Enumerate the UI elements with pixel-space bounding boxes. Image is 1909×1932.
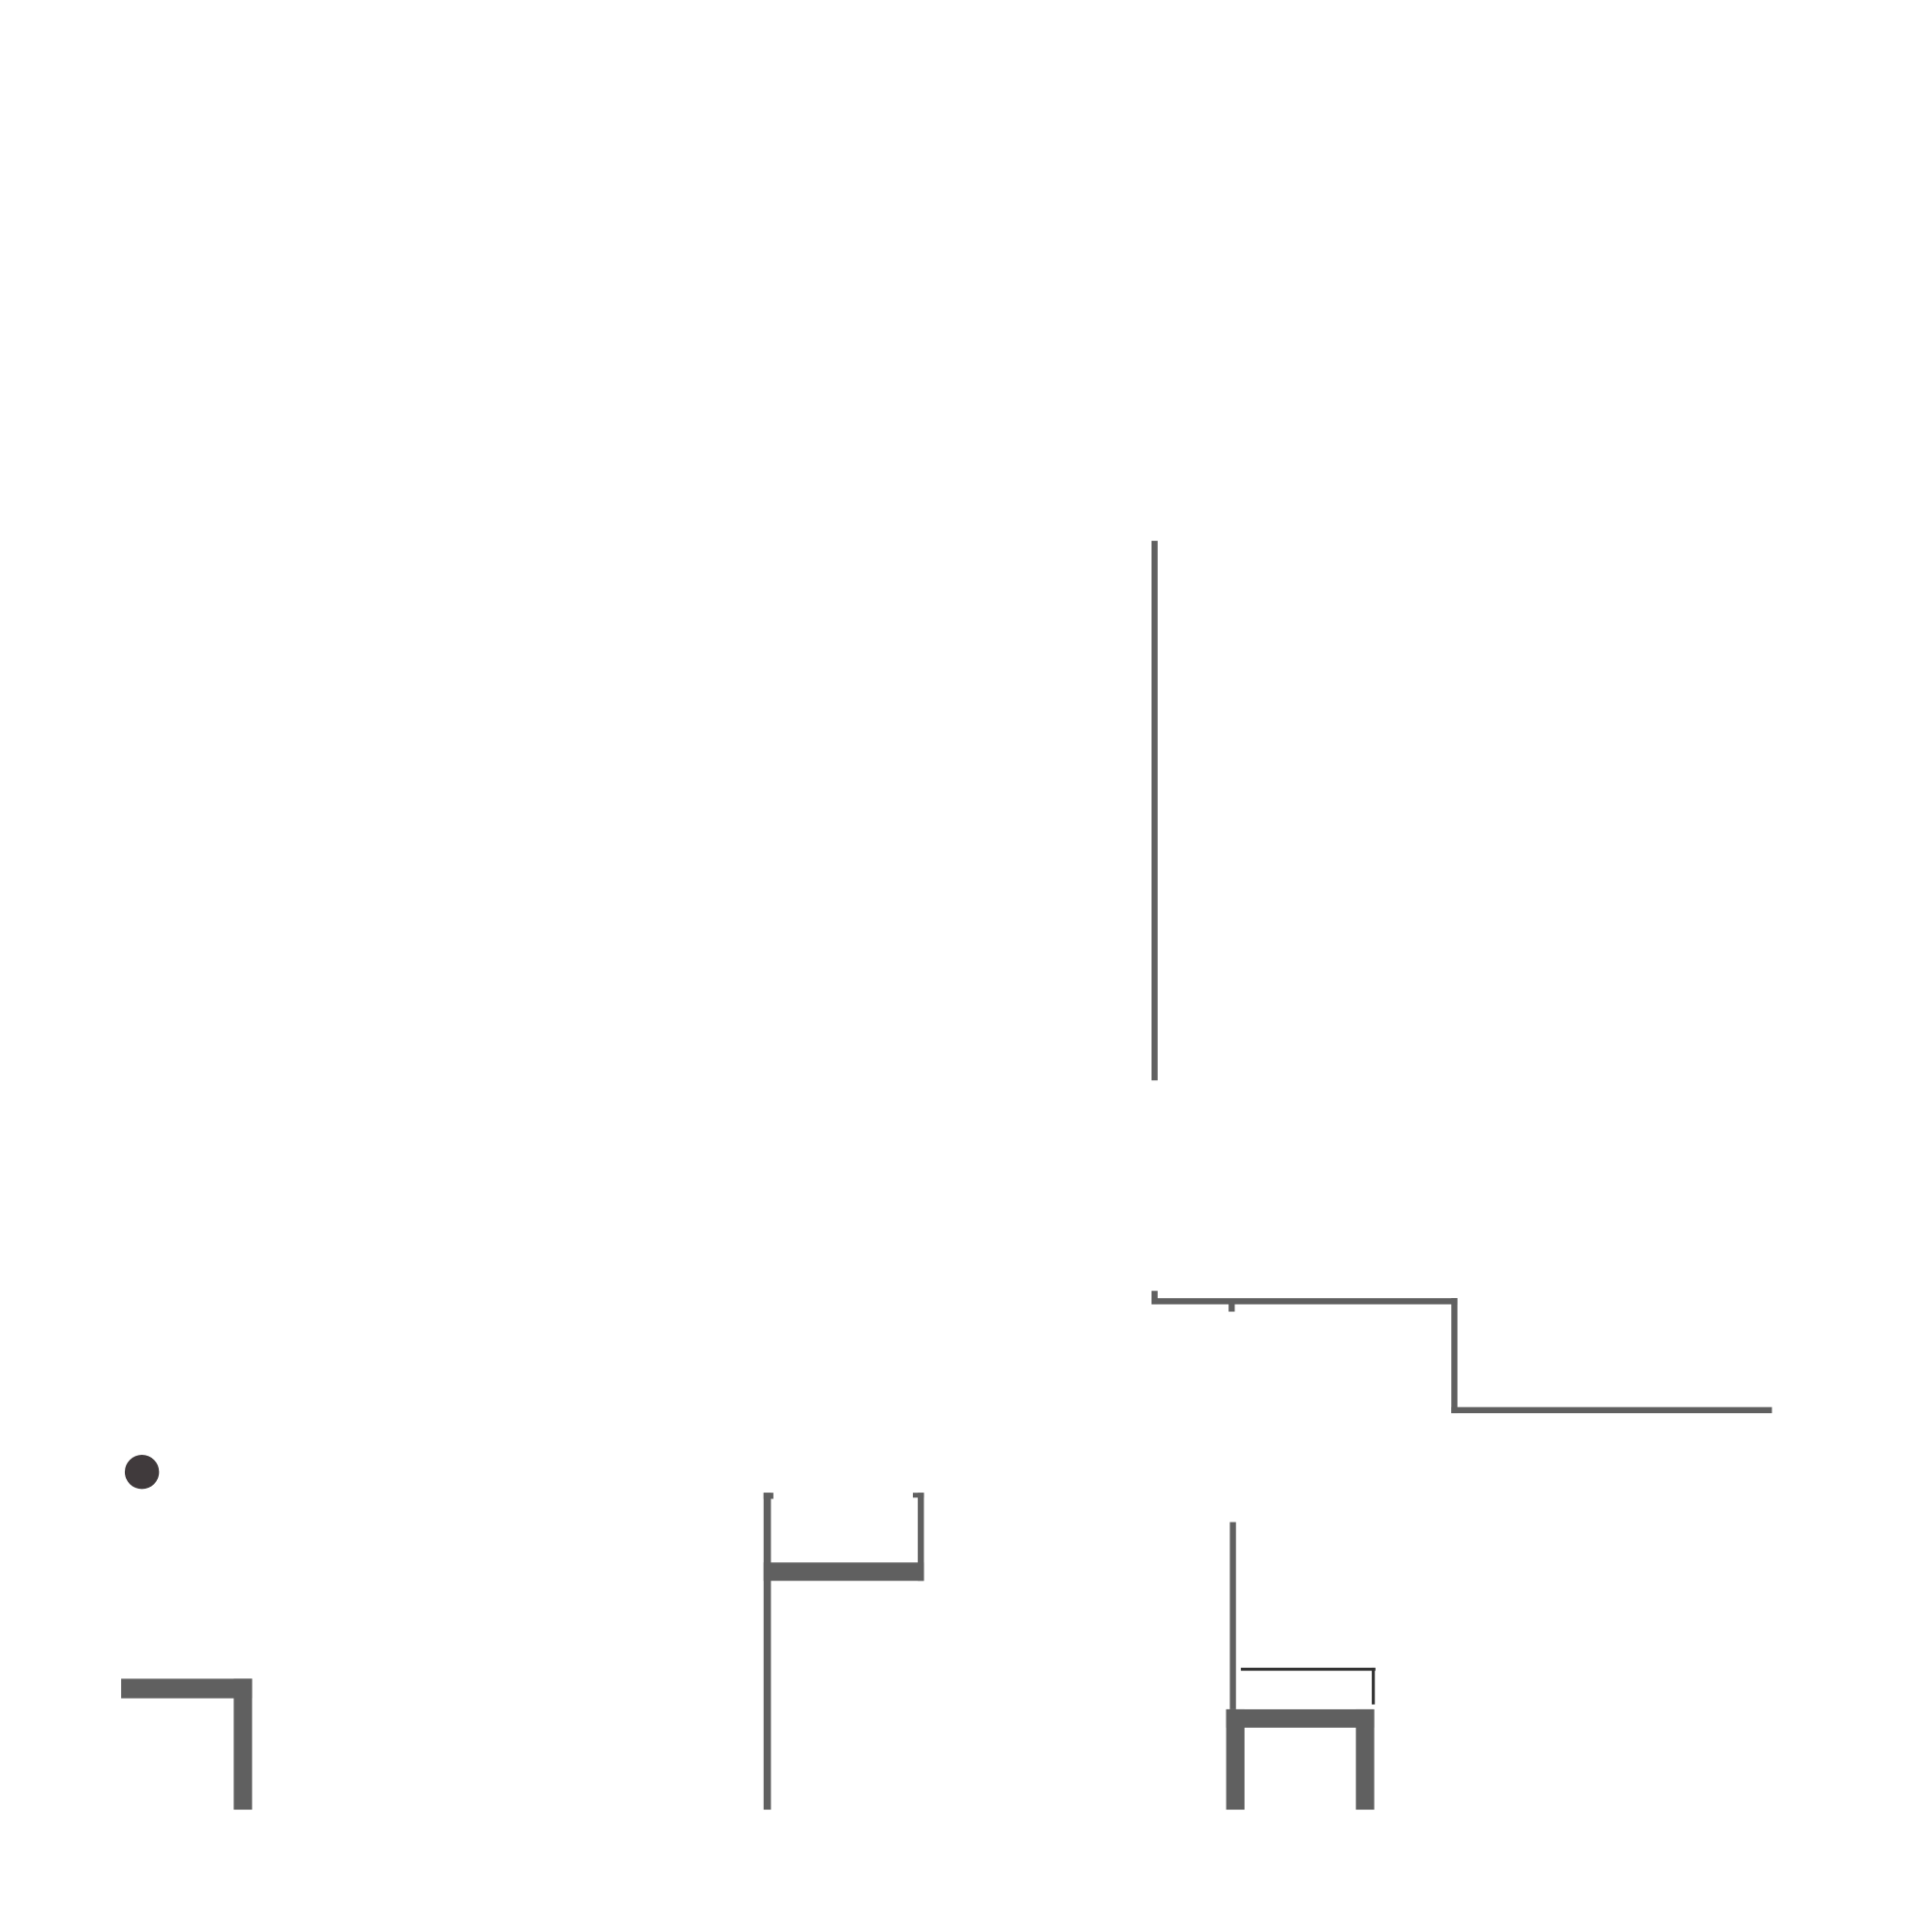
stool-back-post [1229, 1522, 1236, 1709]
upper-step-horizontal [1151, 1298, 1458, 1305]
frame-right-post [918, 1493, 924, 1582]
thin-line-group [1240, 1667, 1376, 1705]
frame-crossbar [763, 1562, 924, 1582]
dot-icon [124, 1455, 160, 1490]
frame-left-post [763, 1493, 772, 1810]
step-vertical [1451, 1298, 1458, 1414]
upper-step-tick [1151, 1290, 1158, 1305]
stool-right-leg [1355, 1708, 1375, 1810]
stool-thin-top [1240, 1667, 1376, 1672]
stool-left-leg [1226, 1708, 1245, 1810]
lower-step-horizontal [1451, 1406, 1773, 1414]
frame-left-tick [763, 1493, 773, 1499]
upper-step-small-tick [1228, 1301, 1235, 1313]
line-group [121, 540, 1773, 1810]
stool-thin-side [1372, 1667, 1376, 1705]
frame-right-tick [913, 1493, 924, 1498]
stool-seat [1226, 1708, 1375, 1728]
long-vertical-line [1151, 540, 1158, 1081]
corner-horizontal [121, 1678, 253, 1699]
corner-vertical [233, 1678, 253, 1810]
